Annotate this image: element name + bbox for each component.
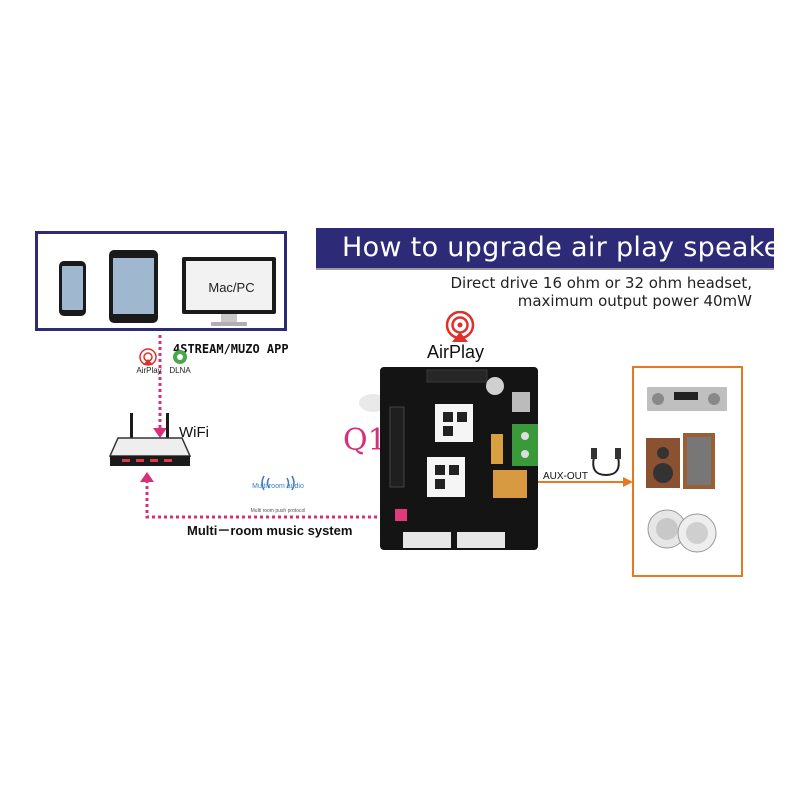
monitor-icon [182, 257, 276, 326]
headphone-cable-icon [591, 448, 621, 477]
router-to-board-link [145, 480, 397, 519]
dlna-label: DLNA [169, 366, 191, 375]
bookshelf-speaker-icon [646, 433, 715, 489]
router-to-board-arrowhead [140, 472, 154, 482]
app-label: 4STREAM/MUZO APP [173, 342, 289, 356]
monitor-label: Mac/PC [208, 280, 255, 295]
title-banner: How to upgrade air play speaker [316, 228, 792, 268]
router-icon [108, 413, 192, 466]
tablet-icon [109, 250, 158, 323]
q1-board [359, 367, 538, 550]
airplay-icon [139, 348, 157, 366]
board-model-label: Q1 [343, 423, 387, 458]
amplifier-icon [647, 387, 727, 411]
multiroom-label: Multi－room music system [187, 523, 353, 538]
speaker-output-box [632, 366, 743, 577]
title-underline [316, 268, 774, 270]
airplay-small-label: AirPlay [136, 366, 162, 375]
dlna-icon [173, 350, 187, 364]
airplay-icon [445, 311, 475, 342]
phone-icon [59, 261, 86, 316]
multiroom-logo-text: Multi room audio [252, 483, 304, 490]
multiroom-protocol-text: Multi room push protocol [250, 508, 306, 514]
aux-out-arrowhead [623, 477, 633, 487]
aux-out-label: AUX-OUT [543, 471, 588, 482]
ceiling-speaker-icon [647, 509, 717, 553]
subtitle-line-2: maximum output power 40mW [517, 292, 752, 310]
app-to-router-arrowhead [153, 428, 167, 438]
subtitle-line-1: Direct drive 16 ohm or 32 ohm headset, [450, 274, 752, 292]
wifi-label: WiFi [179, 424, 209, 441]
multiroom-wave-icon [261, 475, 295, 491]
airplay-label: AirPlay [427, 342, 485, 362]
page-title: How to upgrade air play speaker [342, 232, 793, 263]
